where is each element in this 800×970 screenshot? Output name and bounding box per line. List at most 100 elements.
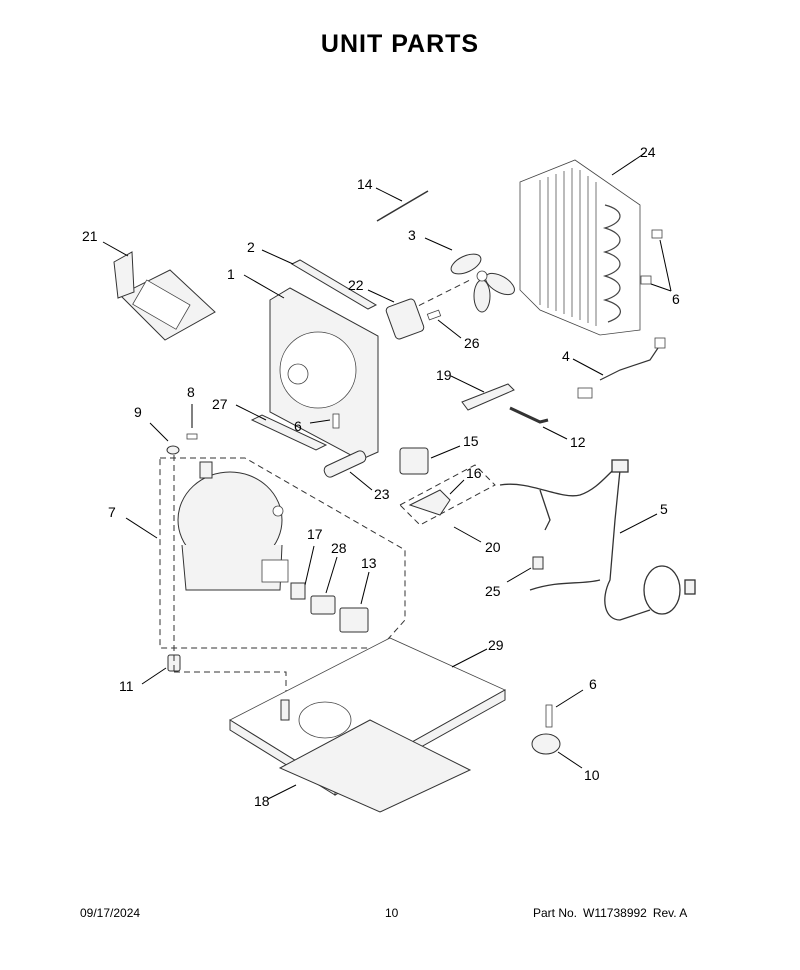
callout-7: 7 [108, 504, 116, 520]
insulation-strip-illustration [461, 383, 515, 411]
leader-17 [304, 545, 315, 586]
fan-motor-illustration [385, 298, 425, 340]
callout-18: 18 [254, 793, 270, 809]
footer-part-info: Part No. W11738992 Rev. A [533, 906, 693, 920]
callout-28: 28 [331, 540, 347, 556]
footer-date: 09/17/2024 [80, 906, 141, 920]
callout-9: 9 [134, 404, 142, 420]
fan-blade-illustration [450, 253, 515, 313]
callout-25: 25 [485, 583, 501, 599]
callout-5: 5 [660, 501, 668, 517]
leader-9 [149, 422, 169, 442]
callout-16: 16 [466, 465, 482, 481]
tube-bend-illustration [509, 406, 549, 424]
leader-1 [243, 274, 285, 299]
callout-12: 12 [570, 434, 586, 450]
leader-13 [360, 571, 370, 605]
connector-illustration [532, 556, 544, 570]
mounting-axis-line-2 [174, 671, 287, 700]
footer-part-label: Part No. [533, 906, 578, 920]
thermistor-illustration [577, 337, 666, 399]
leader-12 [542, 426, 568, 440]
leader-6a2 [650, 283, 672, 292]
leader-19 [450, 375, 485, 393]
callout-3: 3 [408, 227, 416, 243]
leader-28 [325, 556, 338, 594]
leader-5 [619, 513, 658, 534]
leader-23 [349, 471, 373, 491]
callout-23: 23 [374, 486, 390, 502]
overload-illustration [290, 582, 306, 600]
callout-24: 24 [640, 144, 656, 160]
screw-pair-illustration [640, 229, 663, 285]
grommet-illustration [166, 445, 180, 455]
leader-6c [555, 689, 584, 708]
drain-pan-illustration [113, 251, 216, 341]
page-title: UNIT PARTS [320, 30, 480, 58]
leader-7 [125, 517, 158, 539]
leader-11 [141, 667, 167, 685]
wire-harness-illustration [499, 459, 696, 621]
dryer-illustration [323, 450, 367, 478]
callout-6a: 6 [672, 291, 680, 307]
leveling-leg-illustration [531, 733, 561, 755]
leader-16 [449, 479, 465, 495]
callout-22: 22 [348, 277, 364, 293]
tube-illustration [376, 190, 429, 222]
leader-29 [451, 648, 488, 668]
bracket-screw-illustration [332, 413, 340, 429]
callout-4: 4 [562, 348, 570, 364]
leader-22 [367, 289, 395, 303]
start-device-illustration [310, 595, 336, 615]
leg-screw-illustration [545, 704, 553, 728]
leader-14 [375, 187, 403, 202]
footer-part-number: W11738992 [583, 906, 647, 920]
callout-13: 13 [361, 555, 377, 571]
callout-19: 19 [436, 367, 452, 383]
capacitor-illustration [339, 607, 369, 633]
callout-27: 27 [212, 396, 228, 412]
leader-26 [437, 319, 462, 339]
relay-illustration [399, 447, 429, 475]
clip-illustration [186, 433, 198, 440]
callout-15: 15 [463, 433, 479, 449]
compressor-illustration [177, 461, 289, 591]
leader-6a [659, 239, 672, 292]
compressor-assembly-outline [159, 457, 406, 649]
leader-4 [572, 358, 604, 376]
footer-revision: Rev. A [652, 906, 688, 920]
callout-21: 21 [82, 228, 98, 244]
callout-6c: 6 [589, 676, 597, 692]
callout-8: 8 [187, 384, 195, 400]
base-gasket-illustration [278, 719, 472, 813]
fan-axis-line [409, 279, 471, 311]
fan-shroud-illustration [269, 287, 379, 461]
leader-3 [424, 237, 453, 251]
callout-29: 29 [488, 637, 504, 653]
leader-21 [102, 241, 129, 257]
callout-14: 14 [357, 176, 373, 192]
motor-screw-illustration [426, 309, 442, 321]
callout-1: 1 [227, 266, 235, 282]
leader-18 [267, 784, 297, 800]
callout-11: 11 [119, 678, 134, 694]
callout-6b: 6 [294, 418, 302, 434]
callout-17: 17 [307, 526, 323, 542]
callout-10: 10 [584, 767, 600, 783]
leader-2 [261, 249, 294, 265]
callout-2: 2 [247, 239, 255, 255]
footer-page-number: 10 [385, 906, 399, 920]
leader-25 [506, 567, 532, 583]
condenser-illustration [519, 159, 641, 336]
callout-20: 20 [485, 539, 501, 555]
leader-27 [235, 404, 267, 421]
leader-24 [611, 152, 646, 176]
leader-15 [430, 445, 461, 459]
callout-26: 26 [464, 335, 480, 351]
gasket-strip-illustration [290, 259, 378, 310]
control-bracket-illustration [399, 464, 496, 526]
leader-20 [453, 526, 482, 543]
leader-6b [309, 419, 331, 424]
leader-10 [557, 751, 583, 769]
